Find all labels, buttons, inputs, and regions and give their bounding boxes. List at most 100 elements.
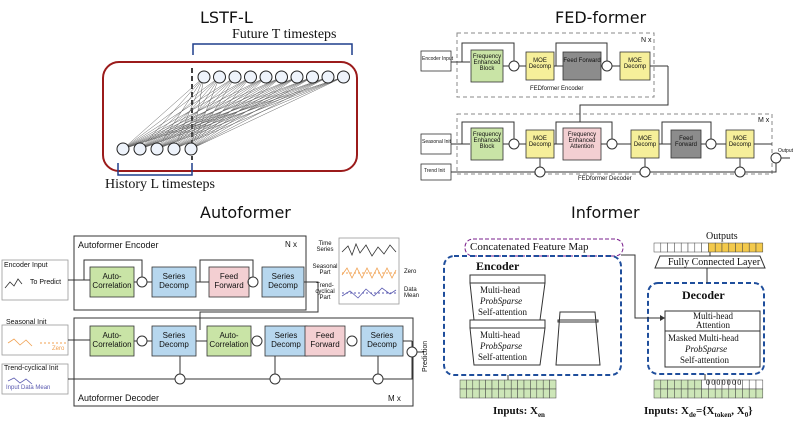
- auto-corr-dec-2: Auto-Correlation: [209, 331, 249, 349]
- informer-enc-mh-1: Multi-head: [480, 285, 520, 295]
- future-node: [290, 70, 304, 84]
- informer-zeros: 0000000: [706, 378, 743, 387]
- lstf-edge: [139, 76, 313, 150]
- lstf-edge: [139, 76, 267, 150]
- decoder-input-cell: [714, 388, 723, 399]
- auto-decomp-dec-2: Series Decomp: [271, 331, 301, 349]
- output-cell: [721, 242, 730, 253]
- decoder-input-cell: [701, 388, 709, 399]
- lstf-edge: [156, 76, 282, 150]
- fed-nx: N x: [641, 37, 652, 44]
- output-cell: [748, 242, 757, 253]
- lstf-edge: [173, 76, 267, 150]
- auto-legend-zero: Zero: [404, 269, 417, 275]
- lstf-edge: [173, 76, 298, 150]
- output-cell: [728, 242, 736, 253]
- auto-decomp-dec-3: Series Decomp: [367, 331, 397, 349]
- informer-title: Informer: [571, 203, 640, 222]
- encoder-input-cell: [459, 379, 467, 390]
- lstf-title: LSTF-L: [200, 8, 253, 27]
- lstf-edge: [156, 76, 205, 150]
- fed-seasonal-init: Seasonal Init: [422, 139, 451, 145]
- auto-legend-trend: Trend-cyclical Part: [315, 283, 335, 301]
- encoder-input-cell: [542, 388, 550, 399]
- auto-corr-dec-1: Auto-Correlation: [92, 331, 132, 349]
- lstf-edge: [122, 76, 205, 150]
- encoder-input-cell: [472, 388, 480, 399]
- lstf-edge: [139, 76, 220, 150]
- output-cell: [667, 242, 675, 253]
- lstf-edge: [173, 76, 329, 150]
- auto-legend-time: Time Series: [316, 241, 334, 253]
- auto-legend-seasonal: Seasonal Part: [312, 264, 338, 276]
- decoder-input-cell: [687, 388, 696, 399]
- fed-moe-enc-1: MOE Decomp: [528, 58, 552, 70]
- lstf-edge: [156, 76, 251, 150]
- auto-legend-mean: Data Mean: [404, 287, 420, 299]
- lstf-edge: [173, 76, 220, 150]
- decoder-input-cell: [653, 388, 662, 399]
- lstf-edge: [173, 76, 205, 150]
- lstf-edge: [122, 76, 344, 150]
- informer-dec-sa: Self-attention: [680, 355, 729, 365]
- lstf-edge: [190, 76, 344, 150]
- auto-zero: Zero: [52, 346, 65, 352]
- lstf-edge: [122, 76, 251, 150]
- output-cell: [742, 242, 750, 253]
- auto-seasonal-init: Seasonal Init: [6, 319, 47, 326]
- decoder-input-grid: [653, 379, 764, 399]
- auto-to-predict: To Predict: [30, 279, 62, 286]
- auto-decomp-dec-1: Series Decomp: [159, 331, 189, 349]
- encoder-input-cell: [549, 379, 557, 390]
- decoder-input-cell: [721, 388, 730, 399]
- encoder-input-cell: [523, 379, 531, 390]
- future-node: [244, 70, 257, 84]
- x-en-sub: en: [537, 411, 545, 420]
- lstf-edge: [156, 76, 220, 150]
- decoder-input-cell: [694, 379, 702, 390]
- encoder-input-cell: [485, 388, 493, 399]
- fed-moe-dec-2: MOE Decomp: [633, 136, 657, 148]
- encoder-input-cell: [498, 388, 506, 399]
- decoder-input-cell: [728, 388, 736, 399]
- x-de: X: [681, 405, 689, 417]
- encoder-input-cell: [530, 388, 538, 399]
- history-node: [133, 142, 147, 156]
- decoder-input-cell: [755, 388, 764, 399]
- encoder-input-cell: [466, 379, 474, 390]
- lstf-edge: [156, 76, 313, 150]
- autoformer-title: Autoformer: [200, 203, 291, 222]
- output-cell: [708, 242, 716, 253]
- encoder-input-cell: [536, 379, 544, 390]
- informer-inputs-dec: Inputs: Xde={Xtoken, X0}: [644, 405, 753, 419]
- lstf-edge: [122, 76, 220, 150]
- encoder-input-cell: [478, 388, 486, 399]
- fed-encoder-name: FEDformer Encoder: [530, 86, 584, 92]
- fed-output: Output: [778, 148, 794, 154]
- encoder-input-cell: [523, 388, 531, 399]
- lstf-edge: [190, 76, 267, 150]
- lstf-edge: [139, 76, 251, 150]
- decoder-input-cell: [708, 388, 716, 399]
- encoder-input-cell: [485, 379, 493, 390]
- x-zero: , X: [731, 405, 745, 417]
- auto-trend-init: Trend-cyclical Init: [4, 365, 59, 372]
- decoder-input-cell: [680, 379, 689, 390]
- lstf-edge: [190, 76, 298, 150]
- inputs-enc-label: Inputs:: [493, 405, 528, 417]
- future-node: [306, 70, 319, 84]
- lstf-connections: [122, 76, 344, 150]
- lstf-edge: [156, 76, 236, 150]
- output-cell: [687, 242, 696, 253]
- x-token: token: [714, 411, 732, 420]
- lstf-edge: [122, 76, 282, 150]
- encoder-input-cell: [478, 379, 486, 390]
- history-label: History L timesteps: [105, 177, 215, 192]
- output-cell: [674, 242, 682, 253]
- output-cell: [714, 242, 723, 253]
- informer-enc-sa-1: Self-attention: [478, 307, 527, 317]
- fed-moe-dec-3: MOE Decomp: [728, 136, 752, 148]
- encoder-input-grid: [459, 379, 557, 399]
- decoder-input-cell: [687, 379, 696, 390]
